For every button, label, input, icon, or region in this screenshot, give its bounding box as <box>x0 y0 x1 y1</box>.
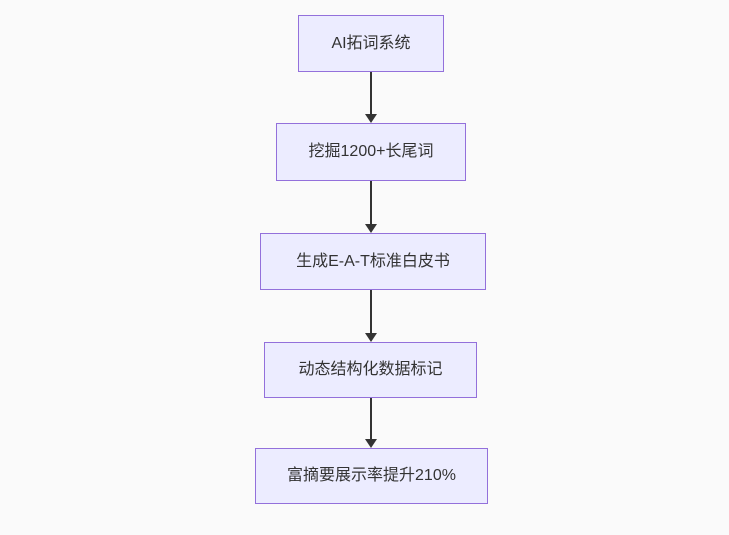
edge-line <box>370 72 372 115</box>
edge-line <box>370 290 372 334</box>
node-label: 动态结构化数据标记 <box>298 361 443 379</box>
flow-edge-4 <box>365 398 377 448</box>
flow-edge-2 <box>365 181 377 233</box>
flow-edge-1 <box>365 72 377 123</box>
edge-line <box>370 398 372 440</box>
node-label: 挖掘1200+长尾词 <box>308 143 434 161</box>
flow-node-eat-whitepaper: 生成E-A-T标准白皮书 <box>260 233 486 290</box>
node-label: 富摘要展示率提升210% <box>287 467 456 485</box>
flow-node-ai-keyword-system: AI拓词系统 <box>298 15 444 72</box>
node-label: 生成E-A-T标准白皮书 <box>296 252 450 270</box>
flow-node-longtail-mining: 挖掘1200+长尾词 <box>276 123 466 181</box>
flow-edge-3 <box>365 290 377 342</box>
arrow-down-icon <box>365 333 377 342</box>
flow-node-rich-snippet-result: 富摘要展示率提升210% <box>255 448 488 504</box>
flow-node-structured-data-markup: 动态结构化数据标记 <box>264 342 477 398</box>
arrow-down-icon <box>365 439 377 448</box>
arrow-down-icon <box>365 114 377 123</box>
node-label: AI拓词系统 <box>331 34 411 52</box>
arrow-down-icon <box>365 224 377 233</box>
edge-line <box>370 181 372 225</box>
